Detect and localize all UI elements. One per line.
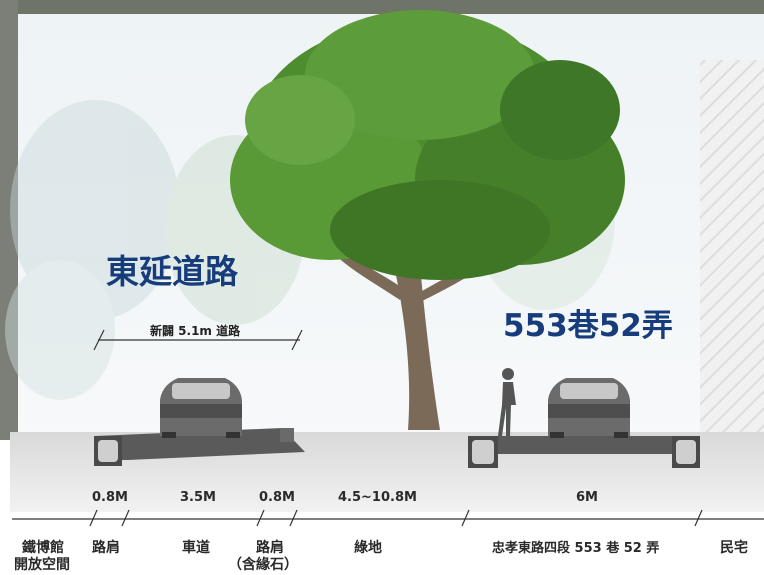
new-road-dimension-line bbox=[93, 329, 303, 351]
zone-lane-road: 車道 bbox=[182, 540, 210, 556]
zone-residence: 民宅 bbox=[720, 540, 748, 556]
zone-shoulder-left: 路肩 bbox=[92, 540, 120, 556]
road-section bbox=[10, 428, 764, 512]
east-road-title: 東延道路 bbox=[106, 252, 238, 291]
dimension-street: 6M bbox=[576, 490, 598, 505]
bottom-dimension-line bbox=[12, 509, 764, 527]
lane-slab bbox=[468, 436, 700, 454]
zone-museum: 鐵博館 bbox=[22, 540, 64, 556]
car-right bbox=[548, 378, 630, 438]
east-road-slab bbox=[95, 428, 305, 460]
tree bbox=[230, 10, 625, 430]
background-photo-strip bbox=[0, 0, 764, 14]
dimension-lane: 3.5M bbox=[180, 490, 216, 505]
zone-shoulder-curb: 路肩 bbox=[256, 540, 284, 556]
zone-street: 忠孝東路四段 553 巷 52 弄 bbox=[492, 541, 660, 556]
pedestrian bbox=[498, 368, 516, 436]
building-wall bbox=[700, 60, 764, 440]
dimension-green: 4.5~10.8M bbox=[338, 490, 417, 505]
car-left bbox=[160, 378, 242, 438]
zone-green: 綠地 bbox=[354, 540, 382, 556]
new-road-note: 新闢 5.1m 道路 bbox=[150, 324, 241, 338]
dimension-shoulder-left: 0.8M bbox=[92, 490, 128, 505]
dimension-shoulder-curb: 0.8M bbox=[259, 490, 295, 505]
lane-title: 553巷52弄 bbox=[503, 308, 673, 344]
zone-museum-open-space: 開放空間 bbox=[14, 557, 70, 573]
zone-shoulder-curb-note: （含緣石） bbox=[228, 557, 298, 573]
